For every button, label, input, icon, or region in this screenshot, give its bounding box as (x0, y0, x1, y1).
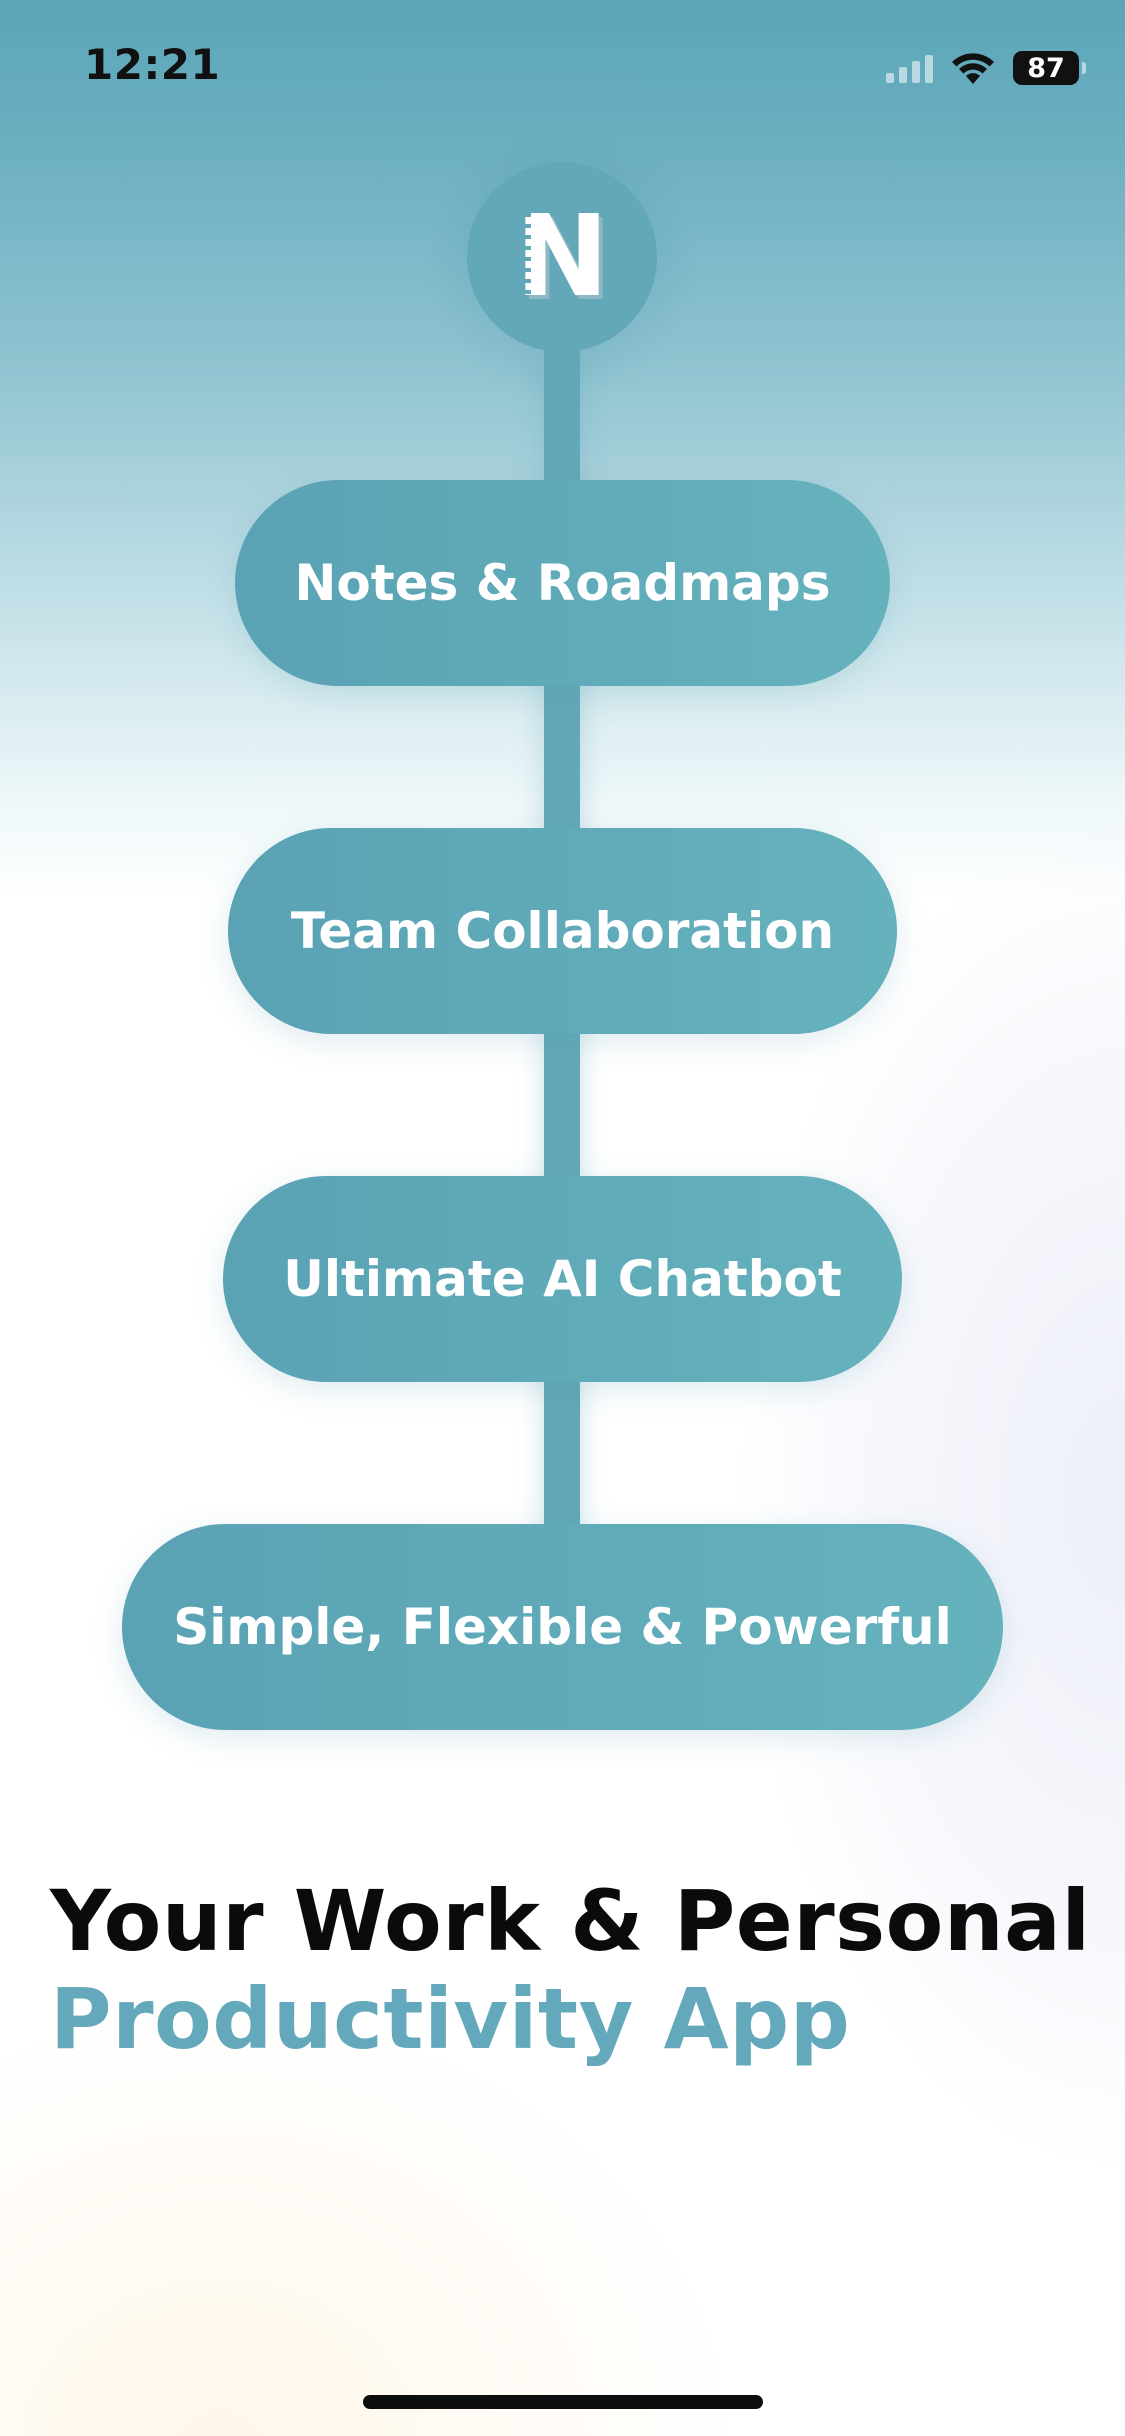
notebook-logo-icon: N (515, 201, 609, 313)
feature-pill-label: Simple, Flexible & Powerful (173, 1598, 952, 1656)
headline: Your Work & Personal Productivity App (50, 1872, 1091, 2068)
feature-pill-label: Notes & Roadmaps (294, 554, 831, 612)
headline-line-2: Productivity App (50, 1970, 851, 2068)
cellular-signal-icon (886, 53, 933, 83)
notebook-rings (521, 213, 532, 297)
status-indicators: 87 (886, 48, 1086, 88)
battery-level: 87 (1027, 52, 1065, 84)
app-logo: N (467, 162, 657, 352)
feature-pill-label: Team Collaboration (290, 902, 835, 960)
feature-pill-ai-chatbot: Ultimate AI Chatbot (223, 1176, 902, 1382)
status-time: 12:21 (84, 40, 221, 89)
home-indicator[interactable] (363, 2395, 763, 2409)
wifi-icon (952, 53, 994, 84)
feature-pill-simple-flexible-powerful: Simple, Flexible & Powerful (122, 1524, 1003, 1730)
headline-line-1: Your Work & Personal (50, 1872, 1091, 1970)
feature-pill-notes-roadmaps: Notes & Roadmaps (235, 480, 890, 686)
feature-pill-team-collaboration: Team Collaboration (228, 828, 897, 1034)
feature-pill-label: Ultimate AI Chatbot (283, 1250, 842, 1308)
battery-icon: 87 (1013, 51, 1086, 85)
